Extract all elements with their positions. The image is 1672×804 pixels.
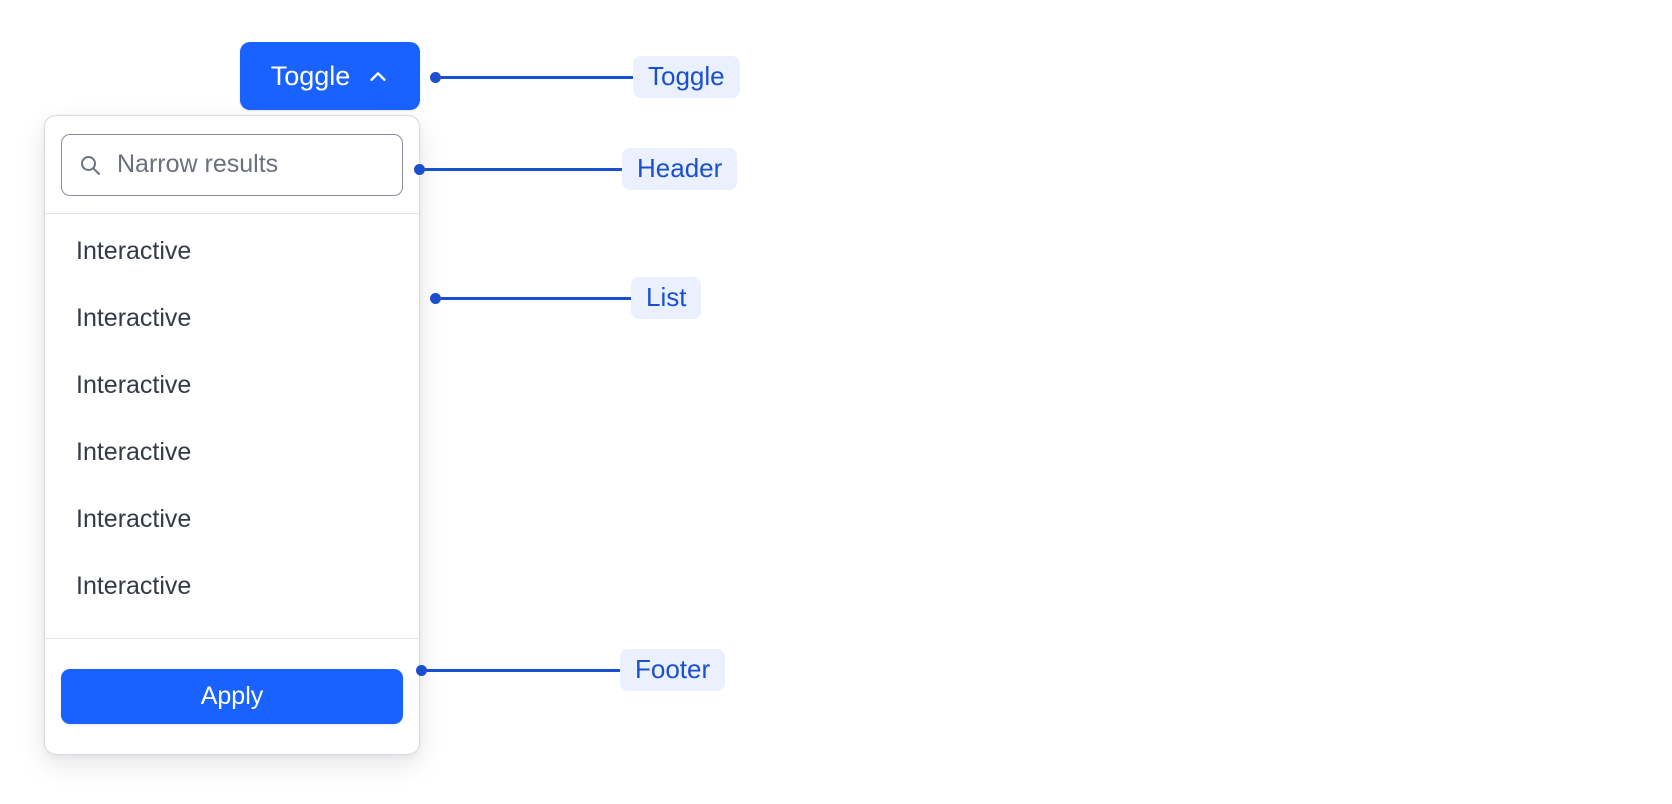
annotation-line: [441, 75, 633, 79]
list-item[interactable]: Interactive: [45, 553, 419, 620]
list-item[interactable]: Interactive: [45, 218, 419, 285]
toggle-button-label: Toggle: [270, 60, 351, 91]
search-field-wrapper[interactable]: [61, 133, 403, 196]
annotation-label: Footer: [620, 649, 726, 691]
search-input[interactable]: [62, 134, 402, 195]
panel-list: Interactive Interactive Interactive Inte…: [45, 214, 419, 639]
list-item[interactable]: Interactive: [45, 419, 419, 486]
annotation-label: Toggle: [633, 56, 740, 98]
annotation-line: [441, 296, 631, 300]
annotation-dot: [430, 292, 441, 304]
chevron-up-icon: [367, 66, 389, 88]
list-item-label: Interactive: [76, 371, 192, 399]
list-item-label: Interactive: [76, 438, 192, 466]
list-item-label: Interactive: [76, 572, 192, 600]
annotation-line: [425, 167, 622, 171]
list-item-label: Interactive: [76, 237, 192, 265]
annotation-label: List: [631, 277, 702, 319]
list-item-label: Interactive: [76, 505, 192, 533]
panel-footer: Apply: [45, 639, 419, 754]
search-icon: [78, 153, 102, 177]
apply-button[interactable]: Apply: [61, 669, 403, 724]
list-item[interactable]: Interactive: [45, 352, 419, 419]
annotation-dot: [414, 163, 425, 175]
list-item[interactable]: Interactive: [45, 285, 419, 352]
annotation-line: [427, 668, 620, 672]
annotation-dot: [416, 664, 427, 676]
list-item[interactable]: Interactive: [45, 486, 419, 553]
panel-header: [45, 116, 419, 214]
annotation-label: Header: [622, 148, 738, 190]
list-item-label: Interactive: [76, 304, 192, 332]
annotation-dot: [430, 71, 441, 83]
dropdown-panel: Interactive Interactive Interactive Inte…: [44, 115, 420, 755]
toggle-button[interactable]: Toggle: [240, 42, 420, 110]
